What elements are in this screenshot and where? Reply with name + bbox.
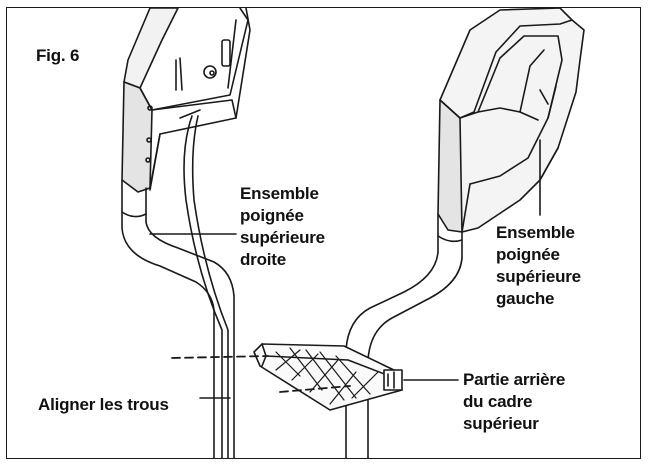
left-handle-grip bbox=[437, 8, 585, 233]
figure-label: Fig. 6 bbox=[36, 46, 80, 65]
label-line: droite bbox=[240, 250, 287, 269]
label-line: supérieure bbox=[240, 228, 325, 247]
label-line: supérieure bbox=[496, 267, 581, 286]
alignment-dashes bbox=[171, 355, 351, 393]
label-line: poignée bbox=[496, 245, 560, 264]
right-handle-grip bbox=[121, 8, 251, 193]
cable bbox=[179, 109, 229, 458]
rear-frame-part bbox=[253, 343, 403, 411]
label-line: supérieur bbox=[463, 414, 539, 433]
label-line: gauche bbox=[496, 289, 555, 308]
label-right-handle-assembly: Ensemble poignée supérieure droite bbox=[240, 183, 325, 271]
label-line: Ensemble bbox=[496, 223, 575, 242]
label-line: Ensemble bbox=[240, 184, 319, 203]
label-left-handle-assembly: Ensemble poignée supérieure gauche bbox=[496, 222, 581, 310]
label-line: Partie arrière bbox=[463, 370, 566, 389]
leader-lines bbox=[149, 139, 541, 399]
left-handle-tube bbox=[345, 213, 463, 458]
label-line: du cadre bbox=[463, 392, 533, 411]
label-line: poignée bbox=[240, 206, 304, 225]
label-rear-frame-part: Partie arrière du cadre supérieur bbox=[463, 369, 565, 435]
label-align-holes: Aligner les trous bbox=[38, 395, 169, 414]
